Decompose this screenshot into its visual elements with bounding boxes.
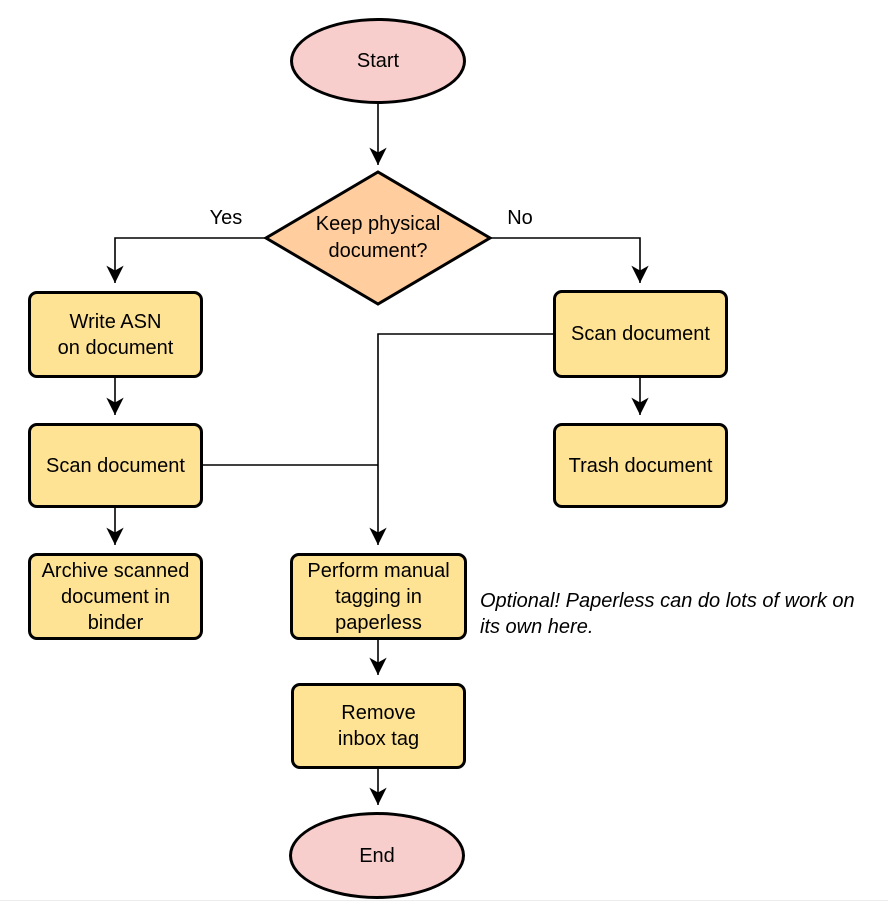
node-scan-document-left: Scan document bbox=[28, 423, 203, 508]
node-end-label: End bbox=[359, 844, 395, 867]
node-archive-scanned-document: Archive scanned document in binder bbox=[28, 553, 203, 640]
node-scan-document-right: Scan document bbox=[553, 290, 728, 378]
node-tagging-label: Perform manual tagging in paperless bbox=[307, 559, 450, 634]
node-write-asn-on-document: Write ASN on document bbox=[28, 291, 203, 378]
node-trash-document: Trash document bbox=[553, 423, 728, 508]
edge-scan-right-to-tagging bbox=[369, 333, 553, 545]
node-perform-manual-tagging: Perform manual tagging in paperless bbox=[290, 553, 467, 640]
node-remove-inbox-tag: Remove inbox tag bbox=[291, 683, 466, 769]
decision-diamond-shape bbox=[263, 170, 493, 306]
optional-annotation: Optional! Paperless can do lots of work … bbox=[480, 590, 855, 638]
bottom-divider bbox=[0, 900, 888, 901]
node-write-asn-label: Write ASN on document bbox=[57, 310, 174, 359]
node-scan-right-label: Scan document bbox=[571, 323, 710, 345]
edge-label-yes: Yes bbox=[209, 207, 243, 229]
node-scan-left-label: Scan document bbox=[46, 454, 185, 477]
node-trash-label: Trash document bbox=[568, 454, 713, 477]
node-remove-label: Remove inbox tag bbox=[337, 702, 420, 750]
edge-label-no: No bbox=[507, 207, 533, 229]
node-start-label: Start bbox=[356, 50, 400, 72]
node-start: Start bbox=[290, 18, 466, 104]
edge-decision-yes-to-write-asn bbox=[106, 237, 266, 283]
node-end: End bbox=[289, 812, 465, 899]
edge-decision-no-to-scan-right bbox=[490, 237, 649, 283]
node-decision-label: Keep physical document? bbox=[315, 213, 441, 262]
node-archive-label: Archive scanned document in binder bbox=[41, 559, 190, 634]
